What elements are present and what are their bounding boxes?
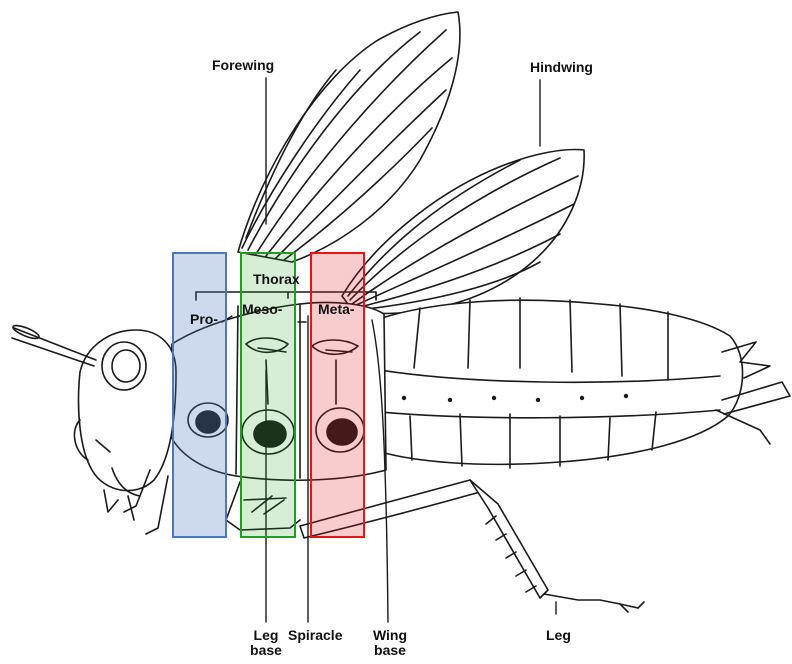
hindwing-label: Hindwing xyxy=(530,60,593,75)
prothorax-highlight xyxy=(172,252,227,538)
leg-label: Leg xyxy=(546,628,571,643)
leg-base-label: Leg base xyxy=(238,628,294,658)
thorax-label: Thorax xyxy=(253,272,300,287)
mesothorax-label: Meso- xyxy=(242,302,282,317)
wing-base-label: Wing base xyxy=(362,628,418,658)
forewing-label: Forewing xyxy=(212,58,274,73)
metathorax-label: Meta- xyxy=(318,302,355,317)
abdomen-drawing xyxy=(370,298,790,468)
mesothorax-highlight xyxy=(240,252,296,538)
spiracle-label: Spiracle xyxy=(288,628,342,643)
metathorax-highlight xyxy=(310,252,365,538)
head-drawing xyxy=(12,323,176,520)
prothorax-label: Pro- xyxy=(190,312,218,327)
